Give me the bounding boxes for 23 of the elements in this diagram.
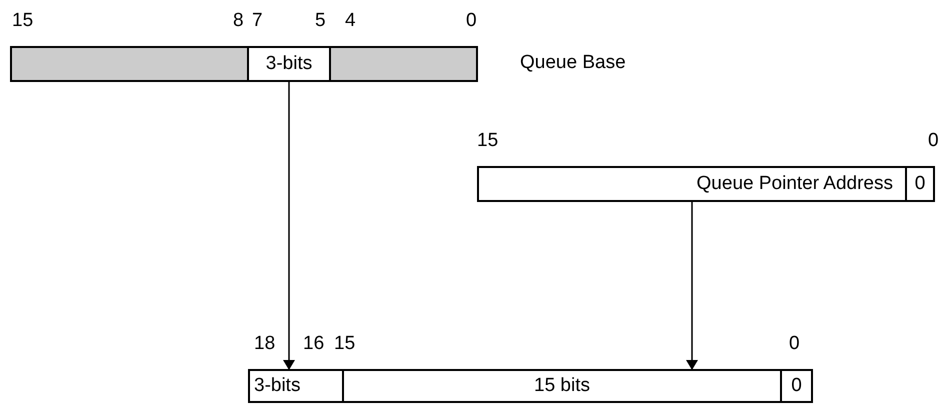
register-name: Queue Base bbox=[520, 52, 626, 74]
bit-field: 3-bits bbox=[247, 46, 331, 82]
bit-number: 4 bbox=[345, 10, 356, 32]
bit-number: 5 bbox=[315, 10, 326, 32]
bit-number: 18 bbox=[254, 333, 276, 355]
bit-field: 0 bbox=[780, 369, 813, 403]
bit-number: 15 bbox=[334, 333, 356, 355]
bit-number: 7 bbox=[252, 10, 263, 32]
bit-number: 15 bbox=[12, 10, 34, 32]
register-field bbox=[10, 46, 249, 82]
bit-number: 0 bbox=[789, 333, 800, 355]
arrow bbox=[686, 202, 698, 370]
bit-number: 16 bbox=[303, 333, 324, 355]
bit-field: 3-bits bbox=[248, 369, 344, 403]
register-field bbox=[329, 46, 478, 82]
bit-number: 15 bbox=[477, 130, 498, 152]
bit-number: 0 bbox=[928, 130, 939, 152]
bit-number: 0 bbox=[466, 10, 477, 32]
register-field: Queue Pointer Address bbox=[477, 166, 907, 202]
arrow bbox=[283, 82, 295, 370]
bit-field: 0 bbox=[905, 166, 935, 202]
bit-number: 8 bbox=[233, 10, 244, 32]
bit-field: 15 bits bbox=[342, 369, 782, 403]
